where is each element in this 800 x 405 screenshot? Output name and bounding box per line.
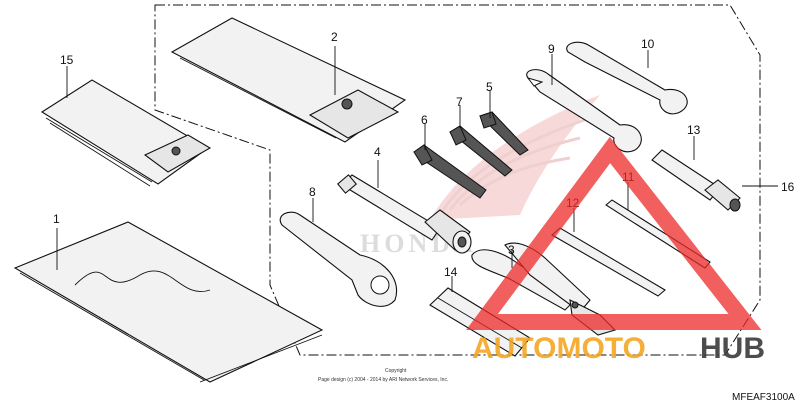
- part-spark-plug-wrench: [337, 174, 472, 254]
- part-open-end-wrench-10: [566, 41, 688, 115]
- callout-4: 4: [374, 145, 381, 159]
- callout-1: 1: [53, 212, 60, 226]
- diagram-code: MFEAF3100A: [732, 392, 795, 403]
- callout-8: 8: [309, 185, 316, 199]
- part-open-end-wrench-9: [526, 69, 642, 153]
- callout-10: 10: [641, 37, 655, 51]
- copyright-line-1: Copyright: [385, 368, 407, 374]
- part-tool-bag-large: [170, 17, 407, 143]
- callout-13: 13: [687, 123, 701, 137]
- copyright-line-2: Page design (c) 2004 - 2014 by ARI Netwo…: [318, 377, 448, 383]
- callout-7: 7: [456, 95, 463, 109]
- part-hex-key-7: [449, 125, 513, 177]
- leader-lines: [56, 46, 778, 292]
- part-tool-bag-small: [40, 79, 212, 187]
- part-hex-key-6: [413, 144, 487, 199]
- callout-6: 6: [421, 113, 428, 127]
- callout-14: 14: [444, 265, 458, 279]
- part-hex-key-5: [479, 111, 529, 156]
- callout-15: 15: [60, 53, 74, 67]
- callout-3: 3: [508, 243, 515, 257]
- watermark-text-automoto: AUTOMOTO: [472, 332, 646, 365]
- part-pin-spanner: [279, 211, 398, 307]
- callout-2: 2: [331, 30, 338, 44]
- automotohub-watermark: [466, 136, 762, 330]
- callout-5: 5: [486, 80, 493, 94]
- part-screwdriver-handle: [651, 149, 741, 212]
- callout-9: 9: [548, 42, 555, 56]
- watermark-triangle: [466, 136, 762, 330]
- callout-16: 16: [781, 180, 795, 194]
- watermark-text-hub: HUB: [700, 332, 765, 365]
- part-owners-manual: [13, 221, 324, 383]
